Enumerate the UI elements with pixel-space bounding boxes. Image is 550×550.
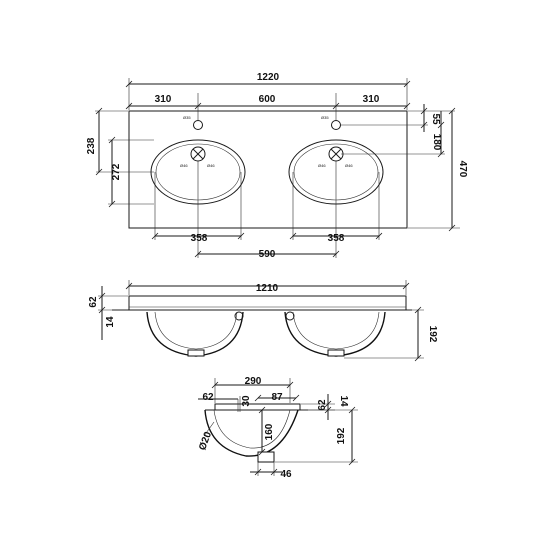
dim-30-label: 30	[241, 395, 252, 407]
dim-section-right: 62 14	[301, 394, 349, 420]
dim-section-62-label: 62	[202, 392, 214, 403]
section-waste	[257, 451, 275, 463]
front-right-bowl	[284, 311, 386, 357]
right-tap-label: Ø35	[321, 115, 329, 120]
right-waste-label-b: Ø46	[345, 163, 353, 168]
dim-left-vertical: 238 272	[86, 107, 154, 208]
dim-358-left-label: 358	[191, 233, 208, 244]
dim-160-label: 160	[264, 423, 275, 440]
dim-plan-bottom: 358 358 590	[151, 161, 383, 260]
dim-section-right-62-label: 62	[317, 399, 328, 411]
dim-section-62-left: 62	[198, 392, 239, 412]
dim-tap-centres: 310 600 310	[125, 93, 411, 120]
dim-180-label: 180	[431, 134, 442, 151]
left-waste-label-b: Ø46	[207, 163, 215, 168]
dim-section-width: 290	[211, 376, 294, 403]
dim-section-overflow: Ø20	[197, 421, 215, 452]
side-section: 290 62 30 87 62 14	[197, 376, 358, 480]
left-waste-cross-b	[192, 148, 204, 160]
dim-470-label: 470	[457, 161, 468, 178]
right-waste-cross-b	[330, 148, 342, 160]
dim-1220-label: 1220	[257, 72, 280, 83]
section-bowl-inner	[213, 409, 291, 449]
dim-front-192-label: 192	[427, 326, 438, 343]
front-right-waste	[327, 349, 345, 357]
dim-272-label: 272	[111, 163, 122, 180]
front-left-waste	[187, 349, 205, 357]
left-tap-label: Ø35	[183, 115, 191, 120]
front-elevation: 1210 62 14 192	[88, 280, 438, 362]
dim-87-label: 87	[271, 392, 283, 403]
section-bowl-outer	[204, 409, 299, 457]
dim-section-46: 46	[250, 462, 292, 480]
right-tap-hole	[331, 120, 341, 130]
dim-358-right-label: 358	[328, 233, 345, 244]
dim-310-left-label: 310	[155, 94, 172, 105]
dim-section-160: 160	[258, 406, 275, 456]
plan-view: Ø35 Ø35 Ø46 Ø46 Ø46 Ø46 1220 310 600 310	[86, 72, 468, 260]
dim-section-30: 30	[239, 395, 252, 412]
dim-590-label: 590	[259, 249, 276, 260]
left-tap-hole	[193, 120, 203, 130]
right-waste-label-a: Ø46	[318, 163, 326, 168]
dim-overall-width: 1220	[125, 72, 411, 110]
left-waste-label-a: Ø46	[180, 163, 188, 168]
dim-section-192-label: 192	[336, 427, 347, 444]
front-left-bowl	[146, 311, 244, 357]
dim-front-left: 62 14	[88, 286, 128, 340]
dim-290-label: 290	[245, 376, 262, 387]
dim-46-label: 46	[280, 469, 292, 480]
dim-55-label: 55	[430, 113, 441, 125]
dim-238-label: 238	[86, 137, 97, 154]
section-slab	[214, 403, 301, 411]
dim-310-right-label: 310	[363, 94, 380, 105]
dim-section-192: 192	[275, 406, 358, 466]
countertop-outline	[128, 110, 408, 229]
dim-front-14-label: 14	[105, 316, 116, 328]
dim-front-width: 1210	[125, 280, 410, 295]
dim-section-87: 87	[254, 392, 300, 403]
dim-front-62-label: 62	[88, 296, 99, 308]
dim-600-label: 600	[259, 94, 276, 105]
front-slab	[128, 295, 407, 311]
dim-1210-label: 1210	[256, 283, 279, 294]
dim-front-height: 192	[344, 306, 438, 362]
dim-right-vertical: 55 180 470	[341, 104, 468, 232]
dim-section-right-14-label: 14	[338, 395, 349, 407]
